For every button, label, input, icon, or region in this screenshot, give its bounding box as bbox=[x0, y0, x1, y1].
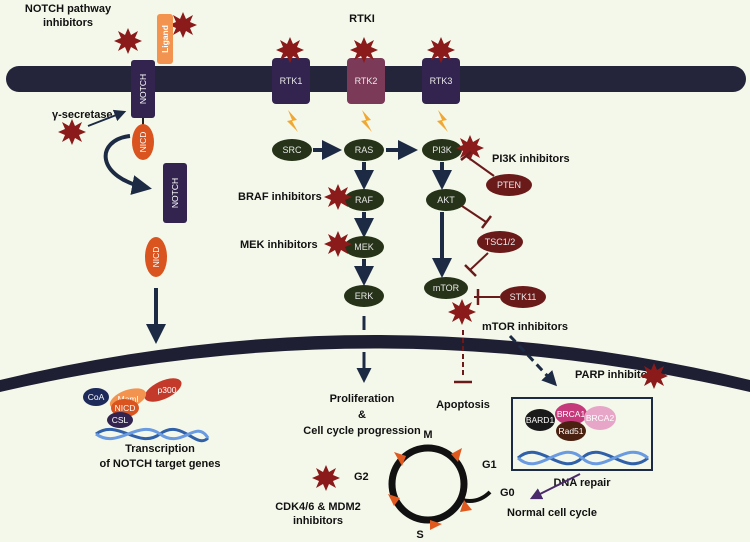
cdk-inhibitors-label-1: CDK4/6 & MDM2 bbox=[275, 501, 361, 513]
cell-cycle-progression-label: Cell cycle progression bbox=[303, 425, 421, 437]
nuclear-envelope bbox=[0, 335, 750, 392]
maml-label: Maml bbox=[118, 394, 139, 404]
rtk3-activation-icon bbox=[437, 110, 448, 132]
notch-free-label: NOTCH bbox=[170, 178, 180, 208]
dna-repair-box bbox=[511, 397, 653, 471]
notch-receptor bbox=[131, 60, 155, 118]
notch-receptor-label: NOTCH bbox=[138, 74, 148, 104]
p300-label: p300 bbox=[158, 385, 177, 395]
coa bbox=[83, 388, 109, 406]
pi3k-inhibitor-star-icon bbox=[456, 135, 484, 161]
node-akt bbox=[426, 189, 466, 211]
mek-inhibitors-label: MEK inhibitors bbox=[240, 239, 318, 251]
node-mtor-label: mTOR bbox=[433, 283, 460, 293]
braf-inhibitors-label: BRAF inhibitors bbox=[238, 191, 322, 203]
ligand bbox=[157, 14, 173, 64]
nicd-free bbox=[145, 237, 167, 277]
proliferation-amp: & bbox=[358, 409, 366, 421]
ligand-label: Ligand bbox=[160, 25, 170, 53]
node-stk11 bbox=[500, 286, 546, 308]
node-src bbox=[272, 139, 312, 161]
node-mtor bbox=[424, 277, 468, 299]
brca1-label: BRCA1 bbox=[557, 409, 586, 419]
phase-s: S bbox=[416, 529, 423, 541]
cell-cycle-ring bbox=[388, 444, 468, 524]
rtk2 bbox=[347, 58, 385, 104]
node-pten-label: PTEN bbox=[497, 180, 521, 190]
mtor-inhibitors-label: mTOR inhibitors bbox=[482, 321, 568, 333]
node-pten bbox=[486, 174, 532, 196]
bard1 bbox=[525, 409, 555, 431]
nicd-bound bbox=[132, 124, 154, 160]
proliferation-label: Proliferation bbox=[330, 393, 395, 405]
title: RTKI bbox=[349, 13, 375, 25]
apoptosis-label: Apoptosis bbox=[436, 399, 490, 411]
node-erk bbox=[344, 285, 384, 307]
notch-inhibitor-star-icon bbox=[114, 28, 142, 54]
node-mek-label: MEK bbox=[354, 242, 374, 252]
node-stk11-label: STK11 bbox=[510, 292, 537, 302]
phase-g0: G0 bbox=[500, 487, 515, 499]
transcription-label: Transcription bbox=[125, 443, 195, 455]
node-ras bbox=[344, 139, 384, 161]
cdk-inhibitor-star-icon bbox=[312, 465, 340, 491]
brca1 bbox=[555, 403, 587, 425]
phase-g2: G2 bbox=[354, 471, 369, 483]
node-pi3k-label: PI3K bbox=[432, 145, 452, 155]
rtk1 bbox=[272, 58, 310, 104]
gamma-secretase-label: γ-secretase bbox=[52, 109, 113, 121]
csl-label: CSL bbox=[112, 415, 129, 425]
rtk2-activation-icon bbox=[361, 110, 372, 132]
brca2-label: BRCA2 bbox=[586, 413, 615, 423]
brca2 bbox=[584, 406, 616, 430]
phase-g1: G1 bbox=[482, 459, 497, 471]
rtk2-label: RTK2 bbox=[355, 76, 378, 86]
coa-label: CoA bbox=[88, 392, 105, 402]
node-erk-label: ERK bbox=[355, 291, 374, 301]
rad51-label: Rad51 bbox=[558, 426, 583, 436]
notch-inhibitors-label-2: inhibitors bbox=[43, 17, 93, 29]
p300 bbox=[144, 378, 182, 402]
rad51 bbox=[556, 421, 586, 441]
rtk3 bbox=[422, 58, 460, 104]
phase-m: M bbox=[423, 429, 432, 441]
notch-free bbox=[163, 163, 187, 223]
node-src-label: SRC bbox=[282, 145, 302, 155]
node-raf-label: RAF bbox=[355, 195, 374, 205]
cdk-inhibitors-label-2: inhibitors bbox=[293, 515, 343, 527]
notch-target-genes-label: of NOTCH target genes bbox=[99, 458, 220, 470]
rtk1-label: RTK1 bbox=[280, 76, 303, 86]
csl bbox=[107, 412, 133, 428]
nicd-bound-label: NICD bbox=[138, 132, 148, 153]
ligand-inhibitor-star-icon bbox=[169, 12, 197, 38]
node-ras-label: RAS bbox=[355, 145, 374, 155]
gamma-secretase-star-icon bbox=[58, 119, 86, 145]
node-raf bbox=[344, 189, 384, 211]
notch-inhibitors-label-1: NOTCH pathway bbox=[25, 3, 112, 15]
node-akt-label: AKT bbox=[437, 195, 455, 205]
node-mek bbox=[344, 236, 384, 258]
mtor-inhibitor-star-icon bbox=[448, 299, 476, 325]
rtk1-activation-icon bbox=[287, 110, 298, 132]
bard1-label: BARD1 bbox=[526, 415, 555, 425]
pi3k-inhibitors-label: PI3K inhibitors bbox=[492, 153, 570, 165]
nicd-free-label: NICD bbox=[151, 247, 161, 268]
parp-inhibitors-label: PARP inhibitors bbox=[575, 369, 658, 381]
node-pi3k bbox=[422, 139, 462, 161]
node-tsc-label: TSC1/2 bbox=[485, 237, 516, 247]
cleavage-arrow bbox=[103, 134, 152, 195]
nicd-nuclear-label: NICD bbox=[115, 403, 136, 413]
node-tsc bbox=[477, 231, 523, 253]
normal-cell-cycle-label: Normal cell cycle bbox=[507, 507, 597, 519]
rtk3-label: RTK3 bbox=[430, 76, 453, 86]
